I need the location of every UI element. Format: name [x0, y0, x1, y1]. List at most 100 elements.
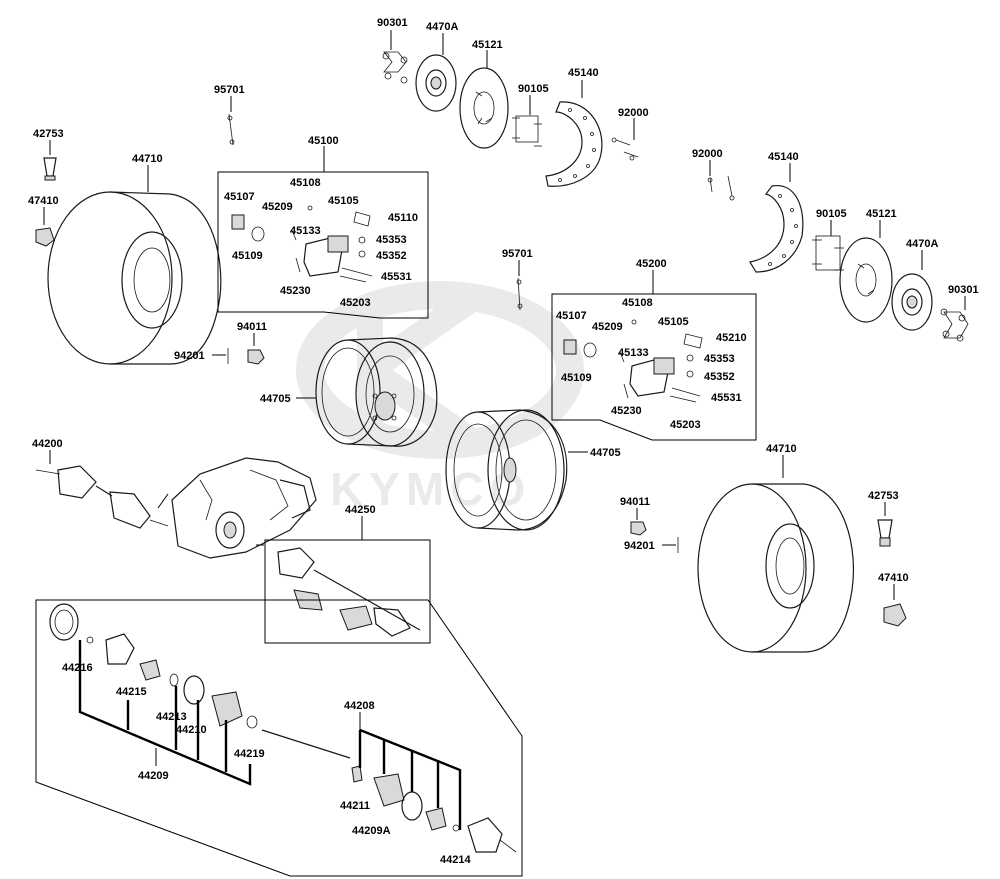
disc-plate-45121-right: [839, 220, 893, 323]
tire-44710-left: [47, 165, 222, 365]
label-44213: 44213: [156, 711, 187, 723]
drive-shaft-44200: [35, 450, 169, 529]
caliper-kit-45200: [551, 270, 757, 441]
label-45230-left: 45230: [280, 285, 311, 297]
caliper-kit-45100: [217, 146, 429, 319]
label-44215: 44215: [116, 686, 147, 698]
label-44208: 44208: [344, 700, 375, 712]
label-92000-top: 92000: [618, 107, 649, 119]
bolt-95701-right: [516, 260, 523, 311]
label-45200: 45200: [636, 258, 667, 270]
bolt-95701-left: [227, 96, 235, 146]
label-45105-right: 45105: [658, 316, 689, 328]
label-44705-left: 44705: [260, 393, 291, 405]
label-44211: 44211: [340, 800, 370, 812]
label-44214: 44214: [440, 854, 471, 866]
label-44200: 44200: [32, 438, 63, 450]
disc-plate-45121-top: [459, 50, 509, 149]
label-45110: 45110: [388, 212, 418, 224]
valve-42753-left: [43, 140, 57, 181]
label-44209: 44209: [138, 770, 169, 782]
label-94011-right: 94011: [620, 496, 650, 508]
bolts-90105-top: [512, 95, 542, 147]
label-45531-left: 45531: [381, 271, 412, 283]
nut-94011-left: [247, 333, 265, 365]
label-45107-left: 45107: [224, 191, 255, 203]
label-90301-right: 90301: [948, 284, 979, 296]
part-labels: 90301 4470A 45121 90105 45140 92000 9570…: [28, 17, 979, 866]
nut-47410-left: [35, 207, 55, 247]
label-47410-right: 47410: [878, 572, 909, 584]
label-45353-left: 45353: [376, 234, 407, 246]
label-45108-right: 45108: [622, 297, 653, 309]
label-90301-top: 90301: [377, 17, 408, 29]
label-45105-left: 45105: [328, 195, 359, 207]
label-44705-right: 44705: [590, 447, 621, 459]
leader-bracket-44208: [358, 712, 462, 830]
label-44209A: 44209A: [352, 825, 391, 837]
bolts-90105-right: [812, 220, 844, 271]
label-45133-left: 45133: [290, 225, 321, 237]
label-95701-right: 95701: [502, 248, 533, 260]
hub-4470A-top: [415, 33, 457, 112]
label-94201-right: 94201: [624, 540, 655, 552]
pin-94201-left: [212, 348, 229, 364]
label-45209-left: 45209: [262, 201, 293, 213]
label-45107-right: 45107: [556, 310, 587, 322]
pin-94201-right: [662, 537, 679, 553]
label-44710-right: 44710: [766, 443, 797, 455]
label-47410-left: 47410: [28, 195, 59, 207]
bolt-90301-top: [382, 30, 408, 84]
shaft-detail-box: [35, 599, 523, 877]
brake-disc-45140-top: [545, 80, 603, 187]
nut-47410-right: [883, 584, 907, 627]
label-90105-top: 90105: [518, 83, 549, 95]
label-4470A-top: 4470A: [426, 21, 458, 33]
shaft-kit-44250: [256, 516, 431, 644]
tire-44710-right: [697, 455, 855, 653]
label-45121-right: 45121: [866, 208, 897, 220]
bolt-90301-right: [940, 296, 969, 342]
label-45133-right: 45133: [618, 347, 649, 359]
label-45203-right: 45203: [670, 419, 701, 431]
label-45109-left: 45109: [232, 250, 263, 262]
label-44710-left: 44710: [132, 153, 163, 165]
nut-94011-right: [630, 508, 647, 536]
label-92000-right: 92000: [692, 148, 723, 160]
shaft-detail-parts: [49, 603, 517, 853]
label-45352-left: 45352: [376, 250, 407, 262]
label-44219: 44219: [234, 748, 265, 760]
label-44216: 44216: [62, 662, 93, 674]
bolts-92000-top: [611, 118, 639, 161]
label-94011-left: 94011: [237, 321, 267, 333]
label-45108-left: 45108: [290, 177, 321, 189]
gearbox: [157, 457, 317, 559]
label-45203-left: 45203: [340, 297, 371, 309]
label-45230-right: 45230: [611, 405, 642, 417]
label-44250: 44250: [345, 504, 376, 516]
label-90105-right: 90105: [816, 208, 847, 220]
label-45209-right: 45209: [592, 321, 623, 333]
hub-4470A-right: [891, 250, 933, 331]
label-45210: 45210: [716, 332, 747, 344]
brand-watermark: KYMCO: [296, 281, 584, 515]
label-42753-right: 42753: [868, 490, 899, 502]
leader-bracket-44209: [78, 640, 252, 786]
label-45121-top: 45121: [472, 39, 503, 51]
bolts-92000-right: [707, 160, 735, 201]
brake-disc-45140-right: [749, 163, 804, 273]
valve-42753-right: [877, 502, 893, 547]
label-94201-left: 94201: [174, 350, 205, 362]
label-45100: 45100: [308, 135, 339, 147]
label-95701-left: 95701: [214, 84, 245, 96]
label-45140-right: 45140: [768, 151, 799, 163]
rim-44705-right: [445, 409, 588, 531]
label-44210: 44210: [176, 724, 207, 736]
label-45353-right: 45353: [704, 353, 735, 365]
label-45352-right: 45352: [704, 371, 735, 383]
label-4470A-right: 4470A: [906, 238, 938, 250]
label-45140-top: 45140: [568, 67, 599, 79]
label-45109-right: 45109: [561, 372, 592, 384]
label-45531-right: 45531: [711, 392, 742, 404]
